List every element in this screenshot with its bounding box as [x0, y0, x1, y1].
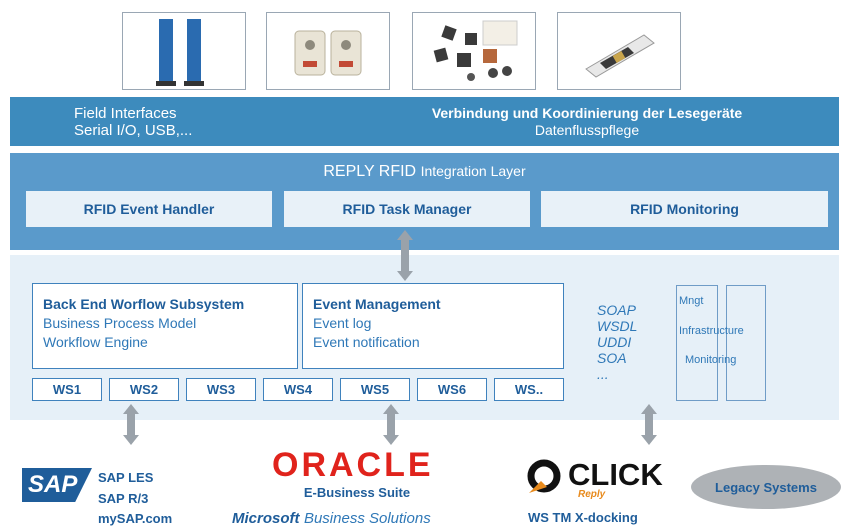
- rfid-task-manager-box: RFID Task Manager: [284, 191, 530, 227]
- reader-coordination-title: Verbindung und Koordinierung der Leseger…: [431, 105, 743, 121]
- field-interfaces-detail: Serial I/O, USB,...: [74, 122, 193, 139]
- infrastructure-label: Infrastructure: [679, 325, 744, 337]
- field-interfaces-band: [10, 97, 839, 146]
- ws-box-5: WS5: [340, 378, 410, 401]
- sap-r3-label: SAP R/3: [98, 491, 149, 506]
- click-reply-icon: [527, 459, 561, 493]
- integration-title-rest: Integration Layer: [420, 163, 526, 179]
- infrastructure-box: [726, 285, 766, 401]
- rfid-monitoring-box: RFID Monitoring: [541, 191, 828, 227]
- image-rfid-readers: [266, 12, 390, 90]
- ws-tm-xdocking-label: WS TM X-docking: [528, 510, 638, 525]
- integration-title-main: REPLY RFID: [323, 163, 417, 180]
- rfid-label-roll-icon: [585, 34, 655, 78]
- arrow-oracle: [383, 404, 399, 445]
- legacy-systems-ellipse: Legacy Systems: [691, 465, 841, 509]
- sap-les-label: SAP LES: [98, 470, 154, 485]
- ws-box-4: WS4: [263, 378, 333, 401]
- backend-workflow-line: Workflow Engine: [43, 334, 148, 350]
- rfid-reader-modules-icon: [294, 30, 362, 76]
- ws-box-6: WS6: [417, 378, 487, 401]
- protocol-more: ...: [597, 366, 609, 382]
- field-interfaces-label: Field Interfaces: [74, 105, 177, 122]
- protocol-wsdl: WSDL: [597, 318, 638, 334]
- oracle-ebusiness-label: E-Business Suite: [303, 485, 411, 500]
- rfid-event-handler-box: RFID Event Handler: [26, 191, 272, 227]
- reader-coordination-subtitle: Datenflusspflege: [534, 122, 640, 138]
- rfid-tags-icon: [433, 20, 518, 81]
- event-management-panel: Event Management Event log Event notific…: [302, 283, 564, 369]
- mngt-label: Mngt: [679, 295, 704, 307]
- backend-workflow-line: Business Process Model: [43, 315, 197, 331]
- monitoring-label: Monitoring: [685, 354, 737, 366]
- image-rfid-tags: [412, 12, 536, 90]
- protocol-uddi: UDDI: [597, 334, 632, 350]
- image-rfid-label: [557, 12, 681, 90]
- ws-box-more: WS..: [494, 378, 564, 401]
- mysap-label: mySAP.com: [98, 511, 173, 526]
- backend-workflow-panel: Back End Worflow Subsystem Business Proc…: [32, 283, 298, 369]
- arrow-click: [641, 404, 657, 445]
- backend-workflow-title: Back End Worflow Subsystem: [43, 296, 245, 312]
- integration-layer-title: REPLY RFID Integration Layer: [0, 163, 849, 181]
- event-management-title: Event Management: [313, 296, 441, 312]
- oracle-logo: ORACLE: [272, 446, 434, 484]
- ws-box-1: WS1: [32, 378, 102, 401]
- event-management-line: Event notification: [313, 334, 420, 350]
- legacy-systems-label: Legacy Systems: [715, 479, 817, 495]
- ws-box-2: WS2: [109, 378, 179, 401]
- protocol-soa: SOA: [597, 350, 627, 366]
- microsoft-logo: Microsoft Business Solutions: [232, 510, 431, 528]
- rfid-gate-antenna-icon: [156, 19, 204, 86]
- sap-logo-text: SAP: [28, 471, 78, 498]
- arrow-task-manager: [397, 230, 413, 281]
- ws-box-3: WS3: [186, 378, 256, 401]
- mngt-box: [676, 285, 718, 401]
- image-rfid-gate: [122, 12, 246, 90]
- sap-logo: SAP: [22, 468, 92, 502]
- click-reply-text: Reply: [578, 489, 606, 500]
- microsoft-logo-main: Microsoft: [232, 510, 300, 527]
- event-management-line: Event log: [313, 315, 372, 331]
- microsoft-logo-rest: Business Solutions: [303, 510, 431, 527]
- click-logo-text: CLICK: [568, 457, 663, 492]
- arrow-sap: [123, 404, 139, 445]
- protocol-soap: SOAP: [597, 302, 636, 318]
